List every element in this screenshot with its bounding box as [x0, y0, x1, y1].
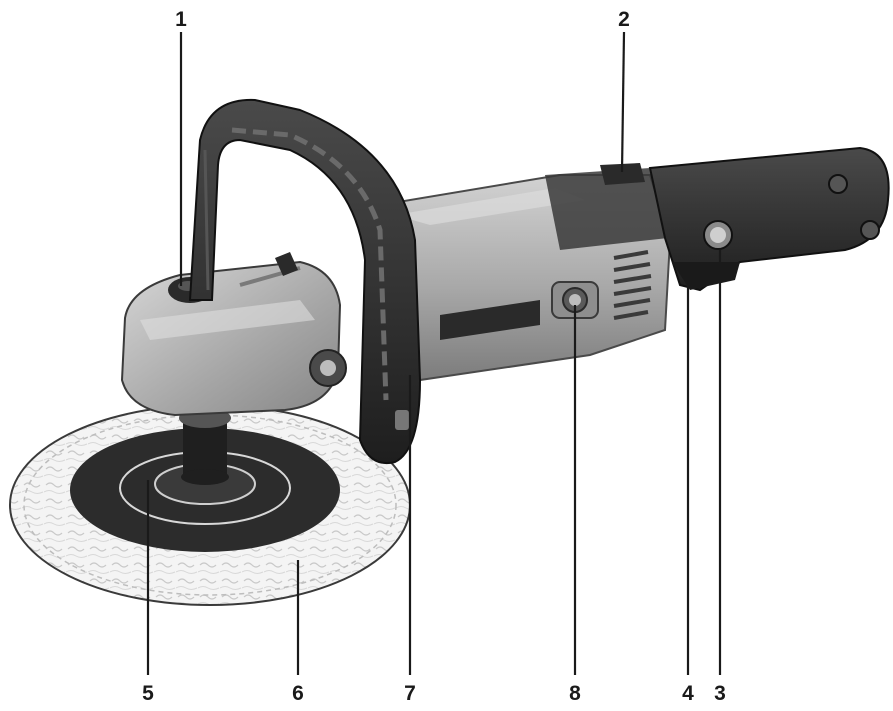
gear-head: [120, 252, 347, 417]
spindle: [179, 408, 231, 485]
callout-8-number: 8: [569, 682, 581, 705]
callout-3-number: 3: [714, 682, 726, 705]
callout-5: 5: [142, 480, 154, 705]
polisher-illustration: [9, 98, 890, 606]
ventilation-slots: [613, 250, 652, 320]
lock-on-button: [703, 220, 733, 250]
bow-handle: [188, 98, 422, 464]
callout-7: 7: [404, 375, 416, 705]
callouts: 1 2 3 4 5 6 7 8: [142, 8, 726, 705]
callout-3: 3: [714, 250, 726, 705]
callout-2: 2: [618, 8, 630, 173]
callout-1: 1: [175, 8, 187, 286]
callout-4: 4: [682, 278, 694, 705]
callout-8: 8: [569, 305, 581, 705]
callout-2-number: 2: [618, 8, 630, 31]
rear-handle: [648, 146, 890, 292]
callout-1-number: 1: [175, 8, 187, 31]
callout-5-number: 5: [142, 682, 154, 705]
motor-housing: [378, 163, 672, 382]
callout-6: 6: [292, 560, 304, 705]
callout-6-number: 6: [292, 682, 304, 705]
callout-7-number: 7: [404, 682, 416, 705]
callout-4-number: 4: [682, 682, 694, 705]
